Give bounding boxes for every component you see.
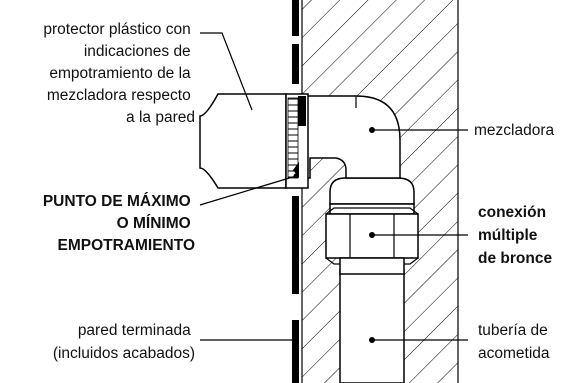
mixer-elbow bbox=[299, 95, 401, 179]
label-protector-line: a la pared bbox=[126, 109, 195, 126]
label-tuberia-line: tubería de bbox=[478, 322, 548, 339]
label-punto-line: O MÍNIMO bbox=[117, 215, 191, 232]
brass-connection bbox=[325, 177, 419, 275]
label-conexion-line: múltiple bbox=[478, 227, 538, 244]
label-protector: protector plástico con indicaciones de e… bbox=[43, 21, 195, 126]
label-protector-line: empotramiento de la bbox=[49, 65, 191, 82]
label-pared: pared terminada (incluidos acabados) bbox=[53, 322, 195, 362]
label-tuberia: tubería de acometida bbox=[478, 322, 552, 362]
label-pared-line: (incluidos acabados) bbox=[53, 345, 195, 362]
label-conexion: conexión múltiple de bronce bbox=[478, 204, 552, 267]
label-conexion-line: de bronce bbox=[478, 250, 552, 267]
supply-pipe bbox=[339, 269, 405, 383]
label-mezcladora: mezcladora bbox=[474, 122, 554, 139]
label-protector-line: protector plástico con bbox=[43, 21, 190, 38]
label-protector-line: mezcladora respecto bbox=[47, 87, 191, 104]
leader-lines bbox=[199, 32, 468, 343]
label-pared-line: pared terminada bbox=[78, 322, 191, 339]
label-punto-line: PUNTO DE MÁXIMO bbox=[43, 193, 191, 210]
label-punto: PUNTO DE MÁXIMO O MÍNIMO EMPOTRAMIENTO bbox=[43, 193, 195, 254]
label-punto-line: EMPOTRAMIENTO bbox=[58, 237, 196, 254]
label-conexion-line: conexión bbox=[478, 204, 546, 221]
finished-wall-line bbox=[292, 0, 299, 383]
plastic-protector bbox=[199, 93, 309, 189]
label-tuberia-line: acometida bbox=[478, 345, 550, 362]
label-protector-line: indicaciones de bbox=[84, 43, 191, 60]
